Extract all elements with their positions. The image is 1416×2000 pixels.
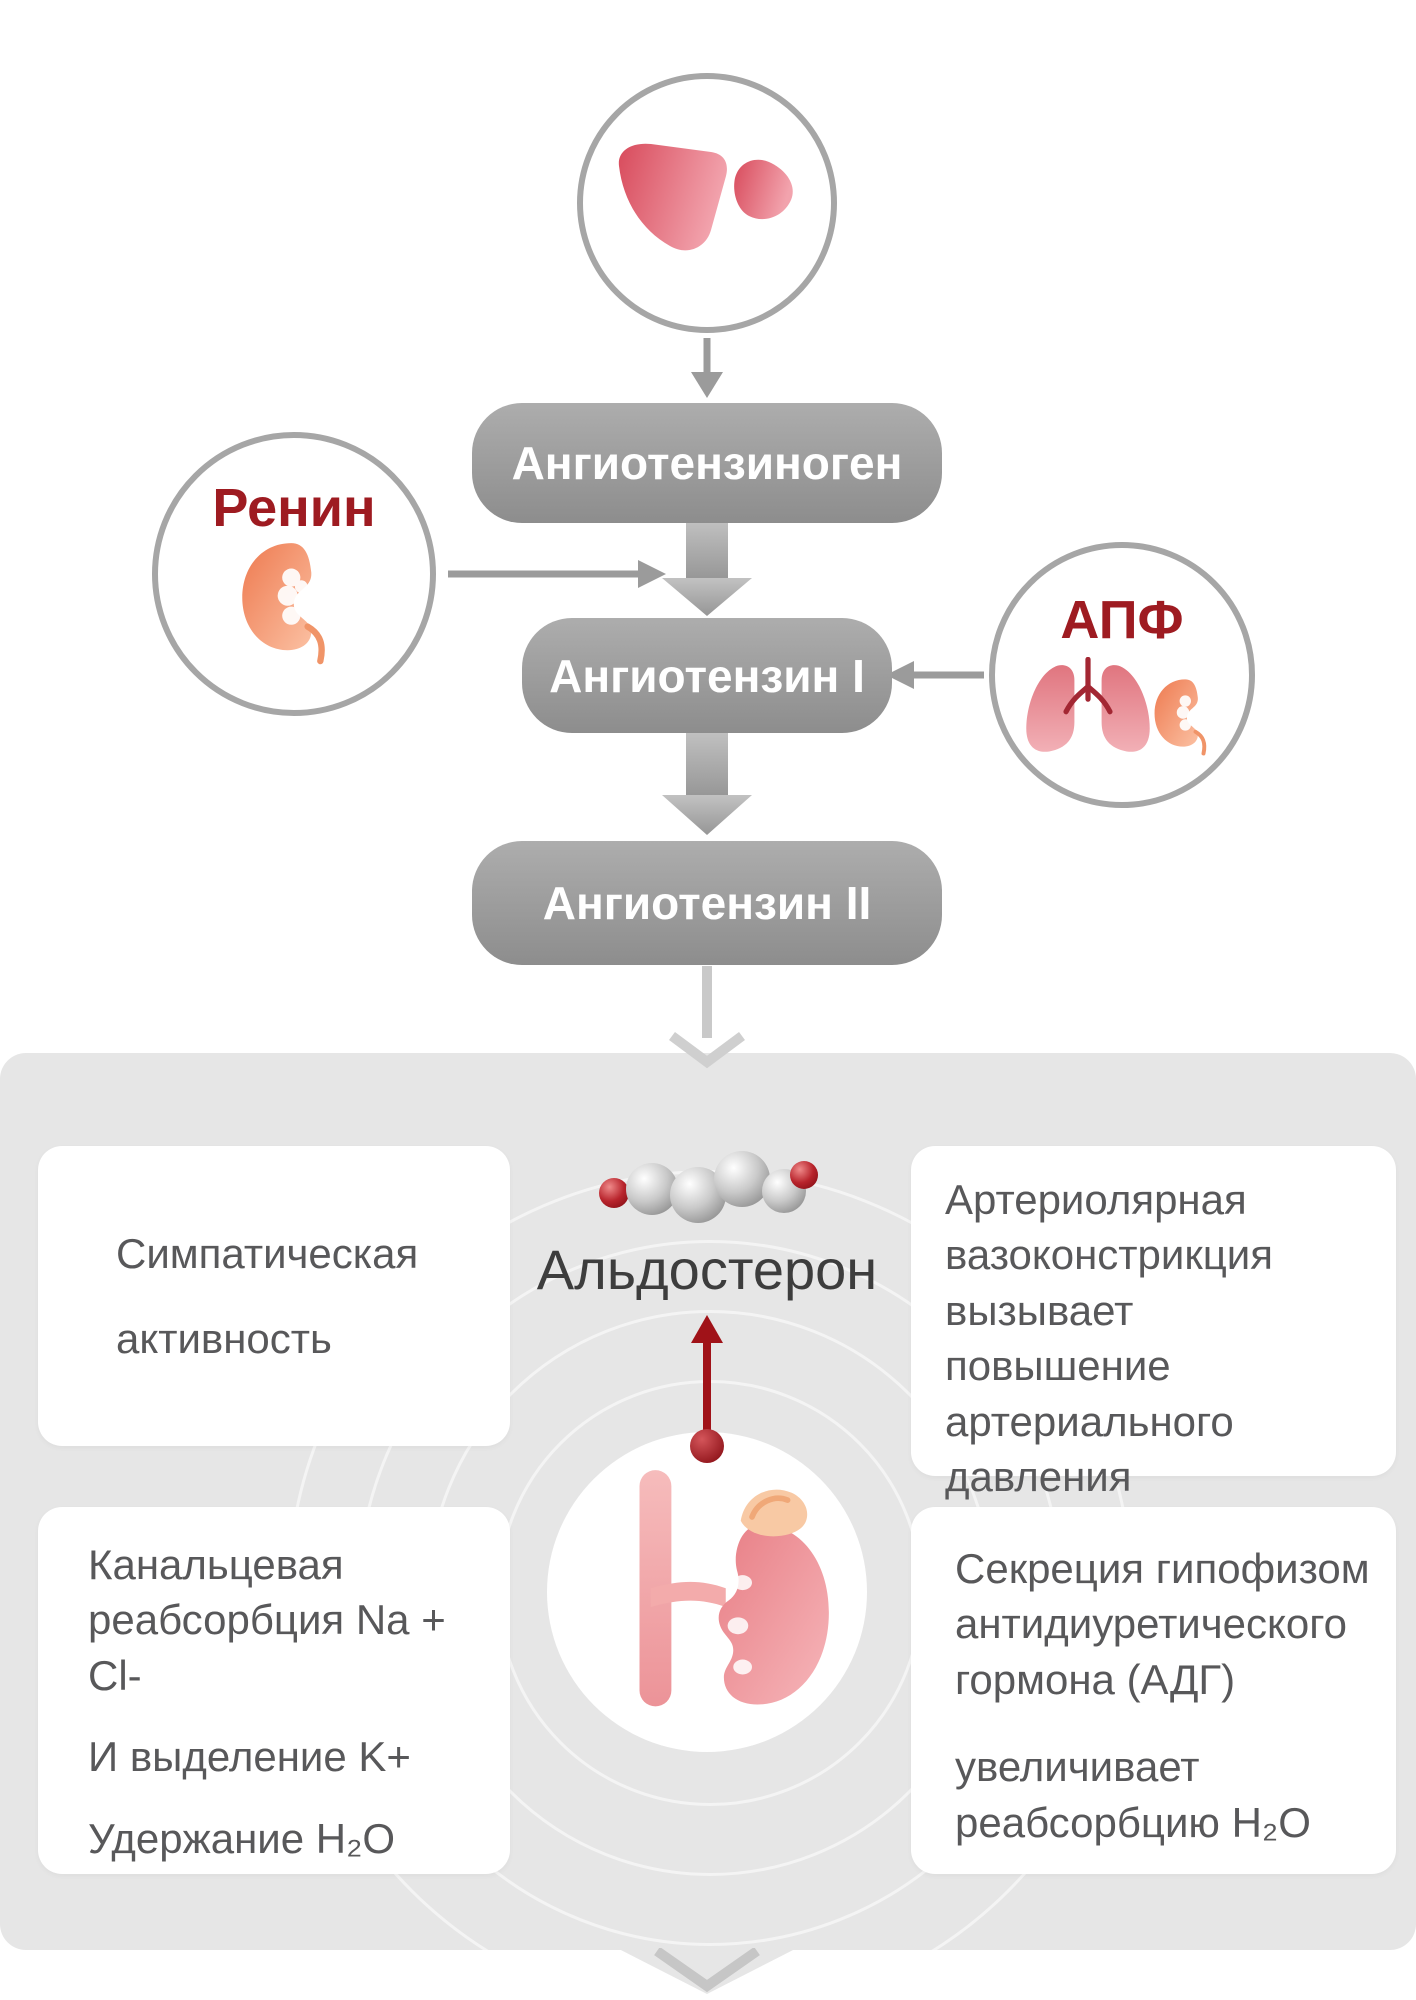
kidney-node bbox=[547, 1432, 867, 1752]
molecule-icon bbox=[599, 1151, 818, 1223]
card-text: Удержание H₂O bbox=[88, 1814, 396, 1862]
bottom-chevron-icon bbox=[617, 1948, 797, 1994]
card-text: увеличивает реабсорбцию H₂O bbox=[955, 1743, 1311, 1846]
card-text: И выделение K+ bbox=[88, 1733, 411, 1781]
thick-arrow-2-icon bbox=[662, 730, 752, 835]
ace-icons bbox=[1020, 657, 1224, 757]
kidney-icon bbox=[242, 543, 325, 665]
card-text: Секреция гипофизом антидиуретического го… bbox=[955, 1545, 1370, 1703]
renin-label: Ренин bbox=[212, 478, 376, 538]
card-text: Канальцевая реабсорбция Na + Cl- bbox=[88, 1541, 446, 1699]
card-text: Артериолярная вазоконстрикция вызывает п… bbox=[945, 1176, 1273, 1501]
down-chevron-icon bbox=[669, 966, 745, 1069]
liver-icon bbox=[618, 143, 793, 251]
kidney-adrenal-icon bbox=[639, 1470, 829, 1707]
flow-arrows bbox=[448, 338, 984, 1069]
card-text: активность bbox=[116, 1315, 332, 1362]
lungs-icon bbox=[1026, 657, 1150, 752]
arrow-liver-down-icon bbox=[691, 338, 723, 398]
angiotensinogen-box: Ангиотензиноген bbox=[472, 403, 942, 523]
card-text: Симпатическая bbox=[116, 1229, 419, 1277]
liver-node bbox=[577, 73, 837, 333]
aldosterone-label: Альдостерон bbox=[536, 1238, 878, 1301]
arrow-ace-icon bbox=[886, 661, 984, 689]
aldosterone-arrow-icon bbox=[690, 1315, 724, 1463]
kidney-icon-small bbox=[1154, 679, 1207, 756]
card-sympathetic-activity: Симпатическая активность bbox=[38, 1146, 510, 1446]
thick-arrow-1-icon bbox=[662, 519, 752, 616]
ace-node: АПФ bbox=[989, 542, 1255, 808]
ace-label: АПФ bbox=[1060, 590, 1184, 650]
renin-node: Ренин bbox=[152, 432, 436, 716]
card-arteriolar-vasoconstriction: Артериолярная вазоконстрикция вызывает п… bbox=[911, 1146, 1396, 1500]
effects-panel: Альдостерон bbox=[0, 1053, 1416, 2000]
card-adh-secretion: Секреция гипофизом антидиуретического го… bbox=[911, 1507, 1396, 1874]
card-tubular-reabsorption: Канальцевая реабсорбция Na + Cl- И выдел… bbox=[38, 1507, 510, 1874]
angiotensin1-box: Ангиотензин I bbox=[522, 618, 892, 733]
arrow-renin-icon bbox=[448, 560, 666, 588]
angiotensin2-box: Ангиотензин II bbox=[472, 841, 942, 965]
